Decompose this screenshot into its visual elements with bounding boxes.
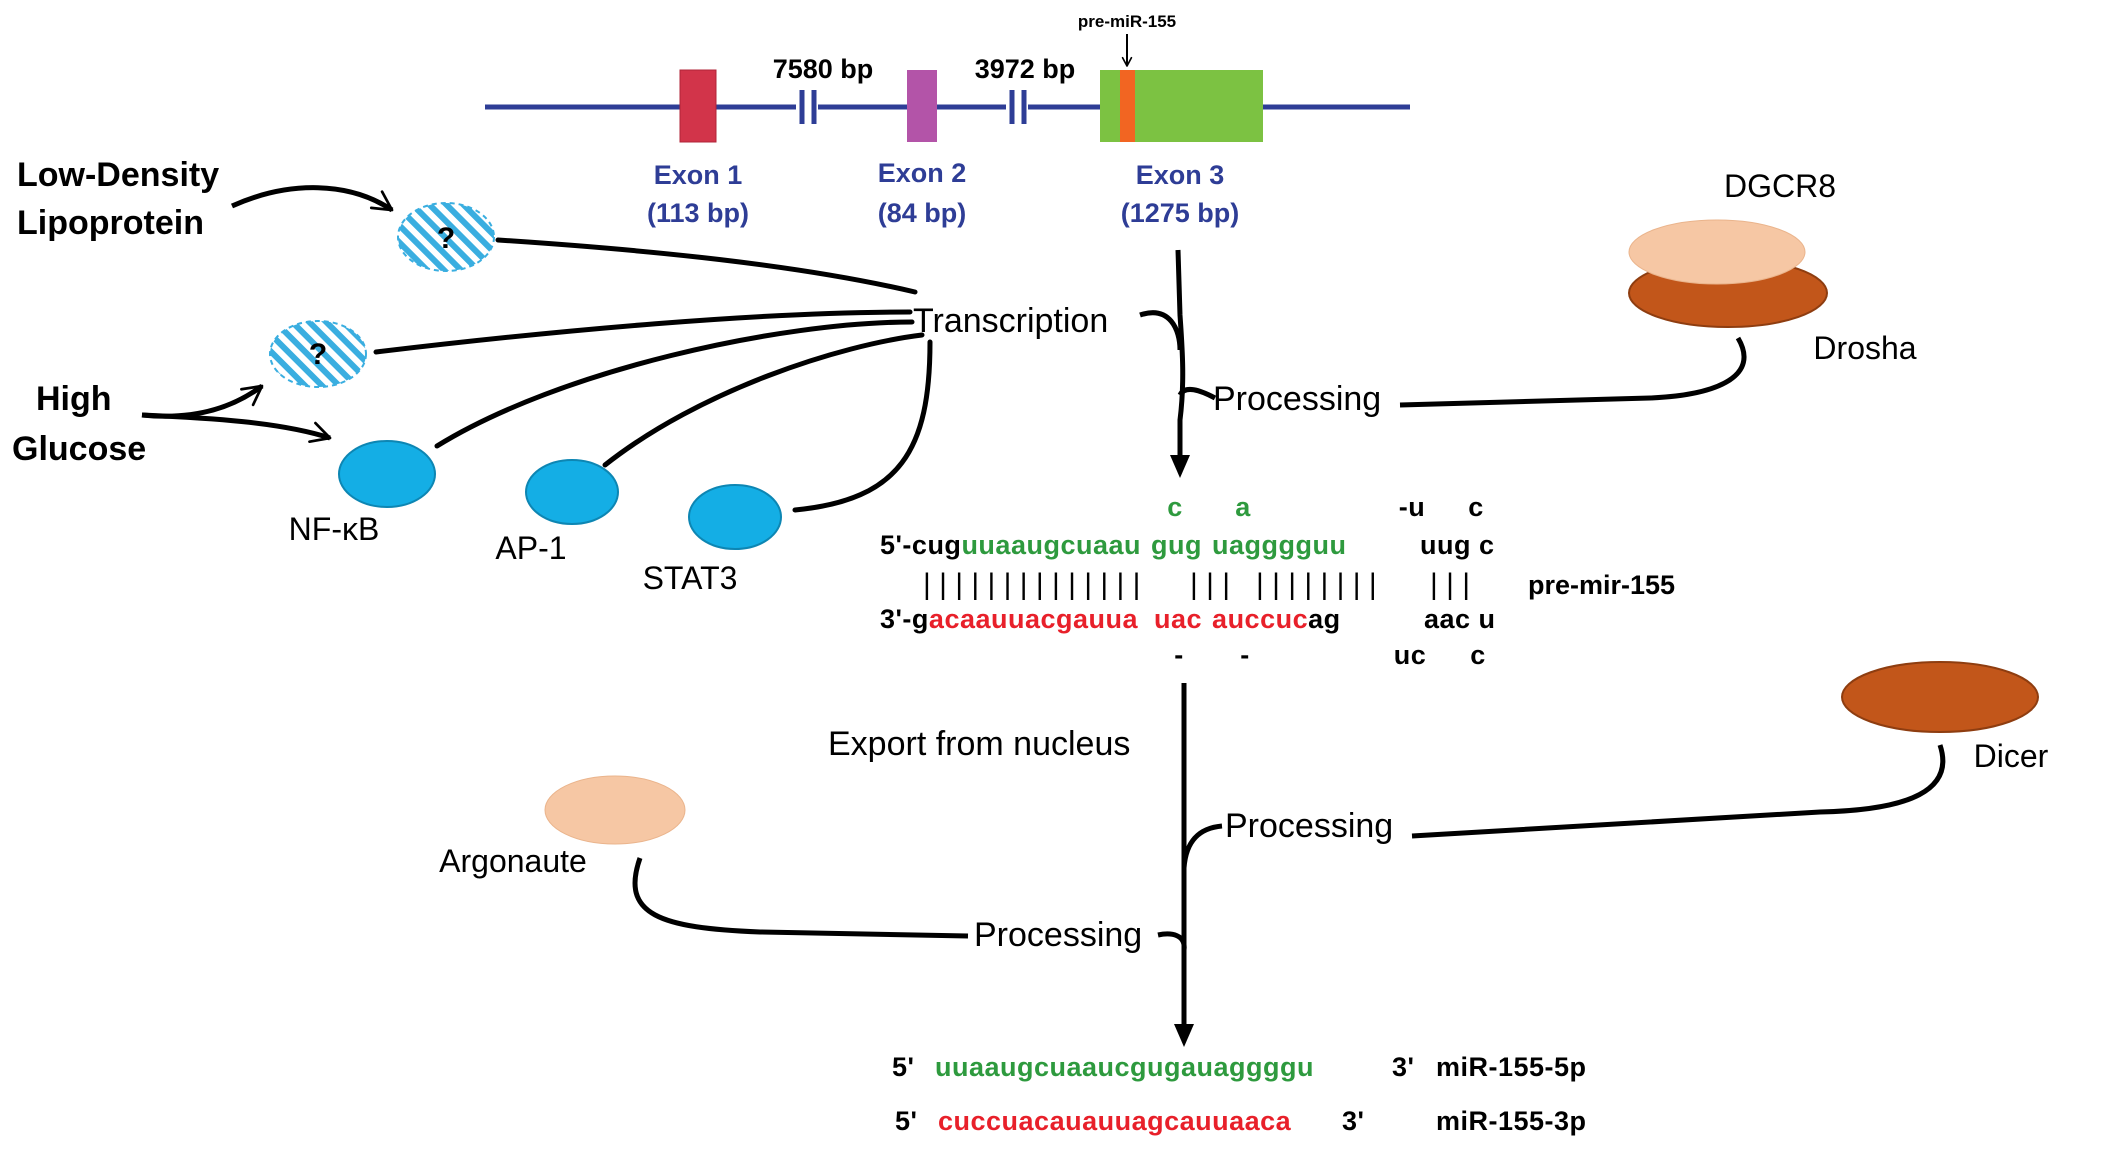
bot-seg2: uac	[1154, 604, 1202, 634]
proteins: DGCR8 Drosha Dicer Argonaute	[439, 168, 2049, 939]
bot-loop-uc: uc	[1394, 640, 1427, 670]
ldl-arrow	[230, 185, 394, 213]
mir3p-three-prime: 3'	[1342, 1106, 1364, 1136]
gap2-label: 3972 bp	[975, 54, 1076, 84]
processing-label-3: Processing	[974, 916, 1142, 954]
processing-label-1: Processing	[1213, 380, 1381, 418]
mir5p-five-prime: 5'	[892, 1052, 914, 1082]
bot-dash-2: -	[1240, 640, 1250, 670]
drosha-label: Drosha	[1813, 330, 1916, 366]
connector-ap1	[602, 332, 925, 468]
mir3p-five-prime: 5'	[895, 1106, 917, 1136]
exon1-name: Exon 1	[654, 160, 743, 190]
exon1-box	[679, 69, 717, 143]
main-flow	[1139, 249, 1223, 1040]
top-seg3: uagggguu	[1212, 530, 1346, 560]
argonaute-oval	[544, 775, 686, 845]
pair-bars-3: | | | | | | | |	[1256, 568, 1377, 601]
top-seg2: gug	[1151, 530, 1202, 560]
ap1-label: AP-1	[495, 530, 566, 566]
transcription-factors: NF-κB AP-1 STAT3	[289, 440, 782, 596]
nfkb-oval	[338, 440, 436, 508]
exon2-size: (84 bp)	[878, 198, 967, 228]
bot-loop-c: c	[1470, 640, 1486, 670]
top-tail: uug c	[1420, 530, 1495, 560]
inputs: Low-Density Lipoprotein ? High Glucose ?	[12, 156, 495, 468]
premir-hairpin: c a -u c 5'-cuguuaaugcuaau gug uagggguu uu…	[880, 492, 1675, 670]
hg-label-line2: Glucose	[12, 430, 146, 468]
unknown-factor-ldl	[397, 202, 495, 272]
top-bulge-c: c	[1167, 492, 1183, 522]
connector-hg-unknown	[373, 309, 913, 355]
top-loop-u: -u	[1399, 492, 1425, 522]
bot-seg3: auccuc	[1212, 604, 1308, 634]
dgcr8-oval	[1628, 219, 1806, 285]
top-seg1: uuaaugcuaau	[961, 530, 1141, 560]
dicer-connector	[1411, 744, 1946, 839]
exon3-name: Exon 3	[1136, 160, 1225, 190]
processing-label-2: Processing	[1225, 807, 1393, 845]
dgcr8-label: DGCR8	[1724, 168, 1836, 204]
bot-tail: aac u	[1424, 604, 1496, 634]
exon2-box	[907, 70, 937, 142]
mature-mirnas: 5' uuaaugcuaaucgugauaggggu 3' miR-155-5p…	[892, 1052, 1587, 1136]
connector-nfkb	[434, 319, 915, 449]
exon3-size: (1275 bp)	[1121, 198, 1240, 228]
bot-prefix: 3'-g	[880, 604, 929, 634]
mir5p-label: miR-155-5p	[1436, 1052, 1587, 1082]
pair-bars-4: | | |	[1430, 568, 1470, 601]
flow-processing-hook-1	[1177, 386, 1217, 401]
connector-ldl	[495, 237, 918, 295]
stat3-oval	[688, 484, 782, 550]
flow-transcription-hook	[1139, 310, 1183, 351]
gap1-label: 7580 bp	[773, 54, 874, 84]
arrowhead-premir	[1170, 455, 1190, 478]
exon2-name: Exon 2	[878, 158, 967, 188]
premir-label: pre-mir-155	[1528, 570, 1675, 600]
hg-arrow-to-nfkb	[141, 412, 332, 444]
argonaute-connector	[632, 857, 969, 939]
hg-label-line1: High	[36, 380, 112, 418]
connector-stat3	[792, 339, 933, 513]
bottom-strand: 3'-gacaauuacgauua uac auccucag	[880, 604, 1341, 634]
ldl-label-line1: Low-Density	[17, 156, 219, 194]
mir5p-three-prime: 3'	[1392, 1052, 1414, 1082]
nfkb-label: NF-κB	[289, 511, 380, 547]
transcription-connectors	[373, 237, 933, 513]
exon1-size: (113 bp)	[647, 198, 749, 228]
mir5p-sequence: uuaaugcuaaucgugauaggggu	[935, 1052, 1314, 1082]
transcription-label: Transcription	[913, 302, 1108, 340]
unknown-factor-ldl-symbol: ?	[437, 222, 455, 255]
flow-transcription-to-premir	[1175, 249, 1186, 470]
bot-seg1: acaauuacgauua	[929, 604, 1139, 634]
export-label: Export from nucleus	[828, 725, 1130, 763]
top-loop-c: c	[1468, 492, 1484, 522]
unknown-factor-hg	[269, 320, 367, 388]
top-prefix: 5'-cug	[880, 530, 961, 560]
pair-bars-1: | | | | | | | | | | | | | |	[923, 568, 1140, 601]
argonaute-label: Argonaute	[439, 843, 587, 879]
gene-structure: 7580 bp 3972 bp pre-miR-155 Exon 1 (113 …	[485, 12, 1410, 228]
pair-bars-2: | | |	[1190, 568, 1230, 601]
ldl-label-line2: Lipoprotein	[17, 204, 204, 242]
bot-dash-1: -	[1174, 640, 1184, 670]
top-strand: 5'-cuguuaaugcuaau gug uagggguu	[880, 530, 1346, 560]
mir3p-sequence: cuccuacauauuagcauuaaca	[938, 1106, 1292, 1136]
top-bulge-a: a	[1235, 492, 1251, 522]
flow-processing-hook-3	[1157, 931, 1187, 951]
unknown-factor-hg-symbol: ?	[309, 338, 327, 371]
stat3-label: STAT3	[643, 560, 738, 596]
dicer-label: Dicer	[1974, 738, 2049, 774]
drosha-connector	[1399, 336, 1747, 408]
bot-mid: ag	[1308, 604, 1341, 634]
premir-marker-box	[1120, 70, 1135, 142]
dicer-oval	[1841, 661, 2039, 733]
flow-processing-hook-2	[1181, 823, 1223, 869]
hg-arrow-to-unknown	[141, 383, 264, 419]
ap1-oval	[525, 459, 619, 525]
mir3p-label: miR-155-3p	[1436, 1106, 1587, 1136]
arrowhead-mature	[1174, 1024, 1194, 1047]
premir-marker-label: pre-miR-155	[1078, 12, 1176, 31]
